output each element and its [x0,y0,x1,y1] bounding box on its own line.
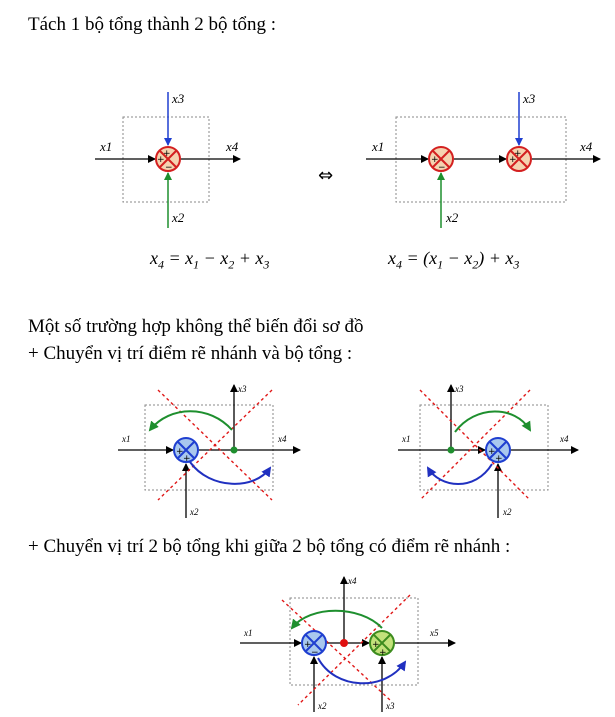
case2-title: + Chuyển vị trí 2 bộ tổng khi giữa 2 bộ … [28,536,511,557]
section-title-cases: Một số trường hợp không thể biến đổi sơ … [28,316,364,337]
label-x2: x2 [502,507,512,517]
dashed-box [144,404,274,491]
cross-out-line [297,594,411,706]
summing-junction-icon: + − [301,630,327,658]
label-x1: x1 [243,628,253,638]
move-arc-green [290,609,383,630]
move-arc-blue [189,461,272,485]
cross-out-line [419,389,531,501]
label-x1: x1 [99,139,112,154]
move-arc-green [454,410,532,433]
equivalence-icon: ⇔ [318,165,333,186]
svg-text:+: + [157,155,165,165]
diagram-two-summers-branch: + − + + x1 x5 x4 x2 x3 [240,576,456,712]
branch-point-dot [230,446,238,454]
equation-left: x4 = x1 − x2 + x3 [150,248,270,272]
svg-text:−: − [438,163,446,173]
summing-junction-icon: + + [369,630,395,658]
dashed-box [289,597,419,686]
label-x2: x2 [171,210,185,225]
label-x3: x3 [522,91,536,106]
label-x3: x3 [385,701,395,711]
cross-out-line [419,389,531,501]
svg-text:+: + [509,155,517,165]
label-x4: x4 [277,434,287,444]
diagram-single-summer: + + − x1 x4 x3 x2 [95,91,241,228]
svg-text:+: + [163,149,171,159]
label-x1: x1 [121,434,131,444]
label-x4: x4 [225,139,239,154]
move-arc-green [148,410,233,432]
svg-text:+: + [372,640,380,650]
label-x3: x3 [454,384,464,394]
move-arc-blue [426,463,493,485]
summing-junction-icon: + + − [155,146,181,173]
svg-text:−: − [165,163,173,173]
label-x4: x4 [579,139,593,154]
dashed-box [419,404,549,491]
summing-junction-icon: + + [173,437,199,464]
svg-text:+: + [176,447,184,457]
label-x3: x3 [171,91,185,106]
diagram-branch-summer-right: + + x1 x4 x3 x2 [398,384,579,518]
svg-text:+: + [495,454,503,464]
diagram-branch-summer-left: + + x1 x4 x3 x2 [118,384,301,518]
label-x2: x2 [317,701,327,711]
label-x2: x2 [445,210,459,225]
label-x3: x3 [237,384,247,394]
cross-out-line [157,389,273,501]
label-x4: x4 [559,434,569,444]
heading-split-summer: Tách 1 bộ tổng thành 2 bộ tổng : [28,14,277,35]
label-x4: x4 [347,576,357,586]
svg-text:+: + [379,648,387,658]
svg-text:+: + [304,640,312,650]
summing-junction-icon: + − [428,146,454,173]
branch-point-dot [447,446,455,454]
svg-text:+: + [183,454,191,464]
branch-point-dot [340,639,348,647]
svg-text:+: + [431,155,439,165]
svg-text:+: + [488,447,496,457]
svg-text:−: − [311,648,319,658]
equation-right: x4 = (x1 − x2) + x3 [388,248,520,272]
move-arc-blue [317,657,407,685]
svg-text:+: + [514,149,522,159]
case1-title: + Chuyển vị trí điểm rẽ nhánh và bộ tổng… [28,343,353,364]
label-x5: x5 [429,628,439,638]
summing-junction-icon: + + [506,146,532,172]
label-x1: x1 [401,434,411,444]
label-x1: x1 [371,139,384,154]
summing-junction-icon: + + [485,437,511,464]
label-x2: x2 [189,507,199,517]
diagram-two-summers: + − + + x1 x4 x3 x2 [366,91,601,228]
